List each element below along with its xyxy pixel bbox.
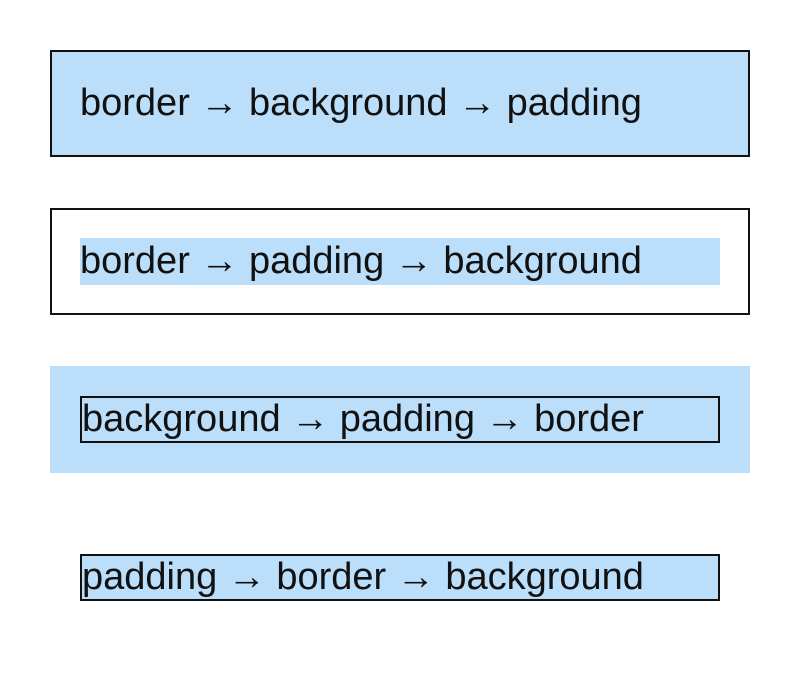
panel-background-padding-border: background → padding → border [50, 366, 750, 473]
panel-label: border → background → padding [80, 82, 642, 124]
panel-label: border → padding → background [80, 238, 720, 285]
panel-label: background → padding → border [80, 396, 720, 443]
panel-border-padding-background: border → padding → background [50, 208, 750, 315]
panel-label: padding → border → background [80, 554, 720, 601]
panel-padding-border-background: padding → border → background [50, 524, 750, 631]
panel-border-background-padding: border → background → padding [50, 50, 750, 157]
